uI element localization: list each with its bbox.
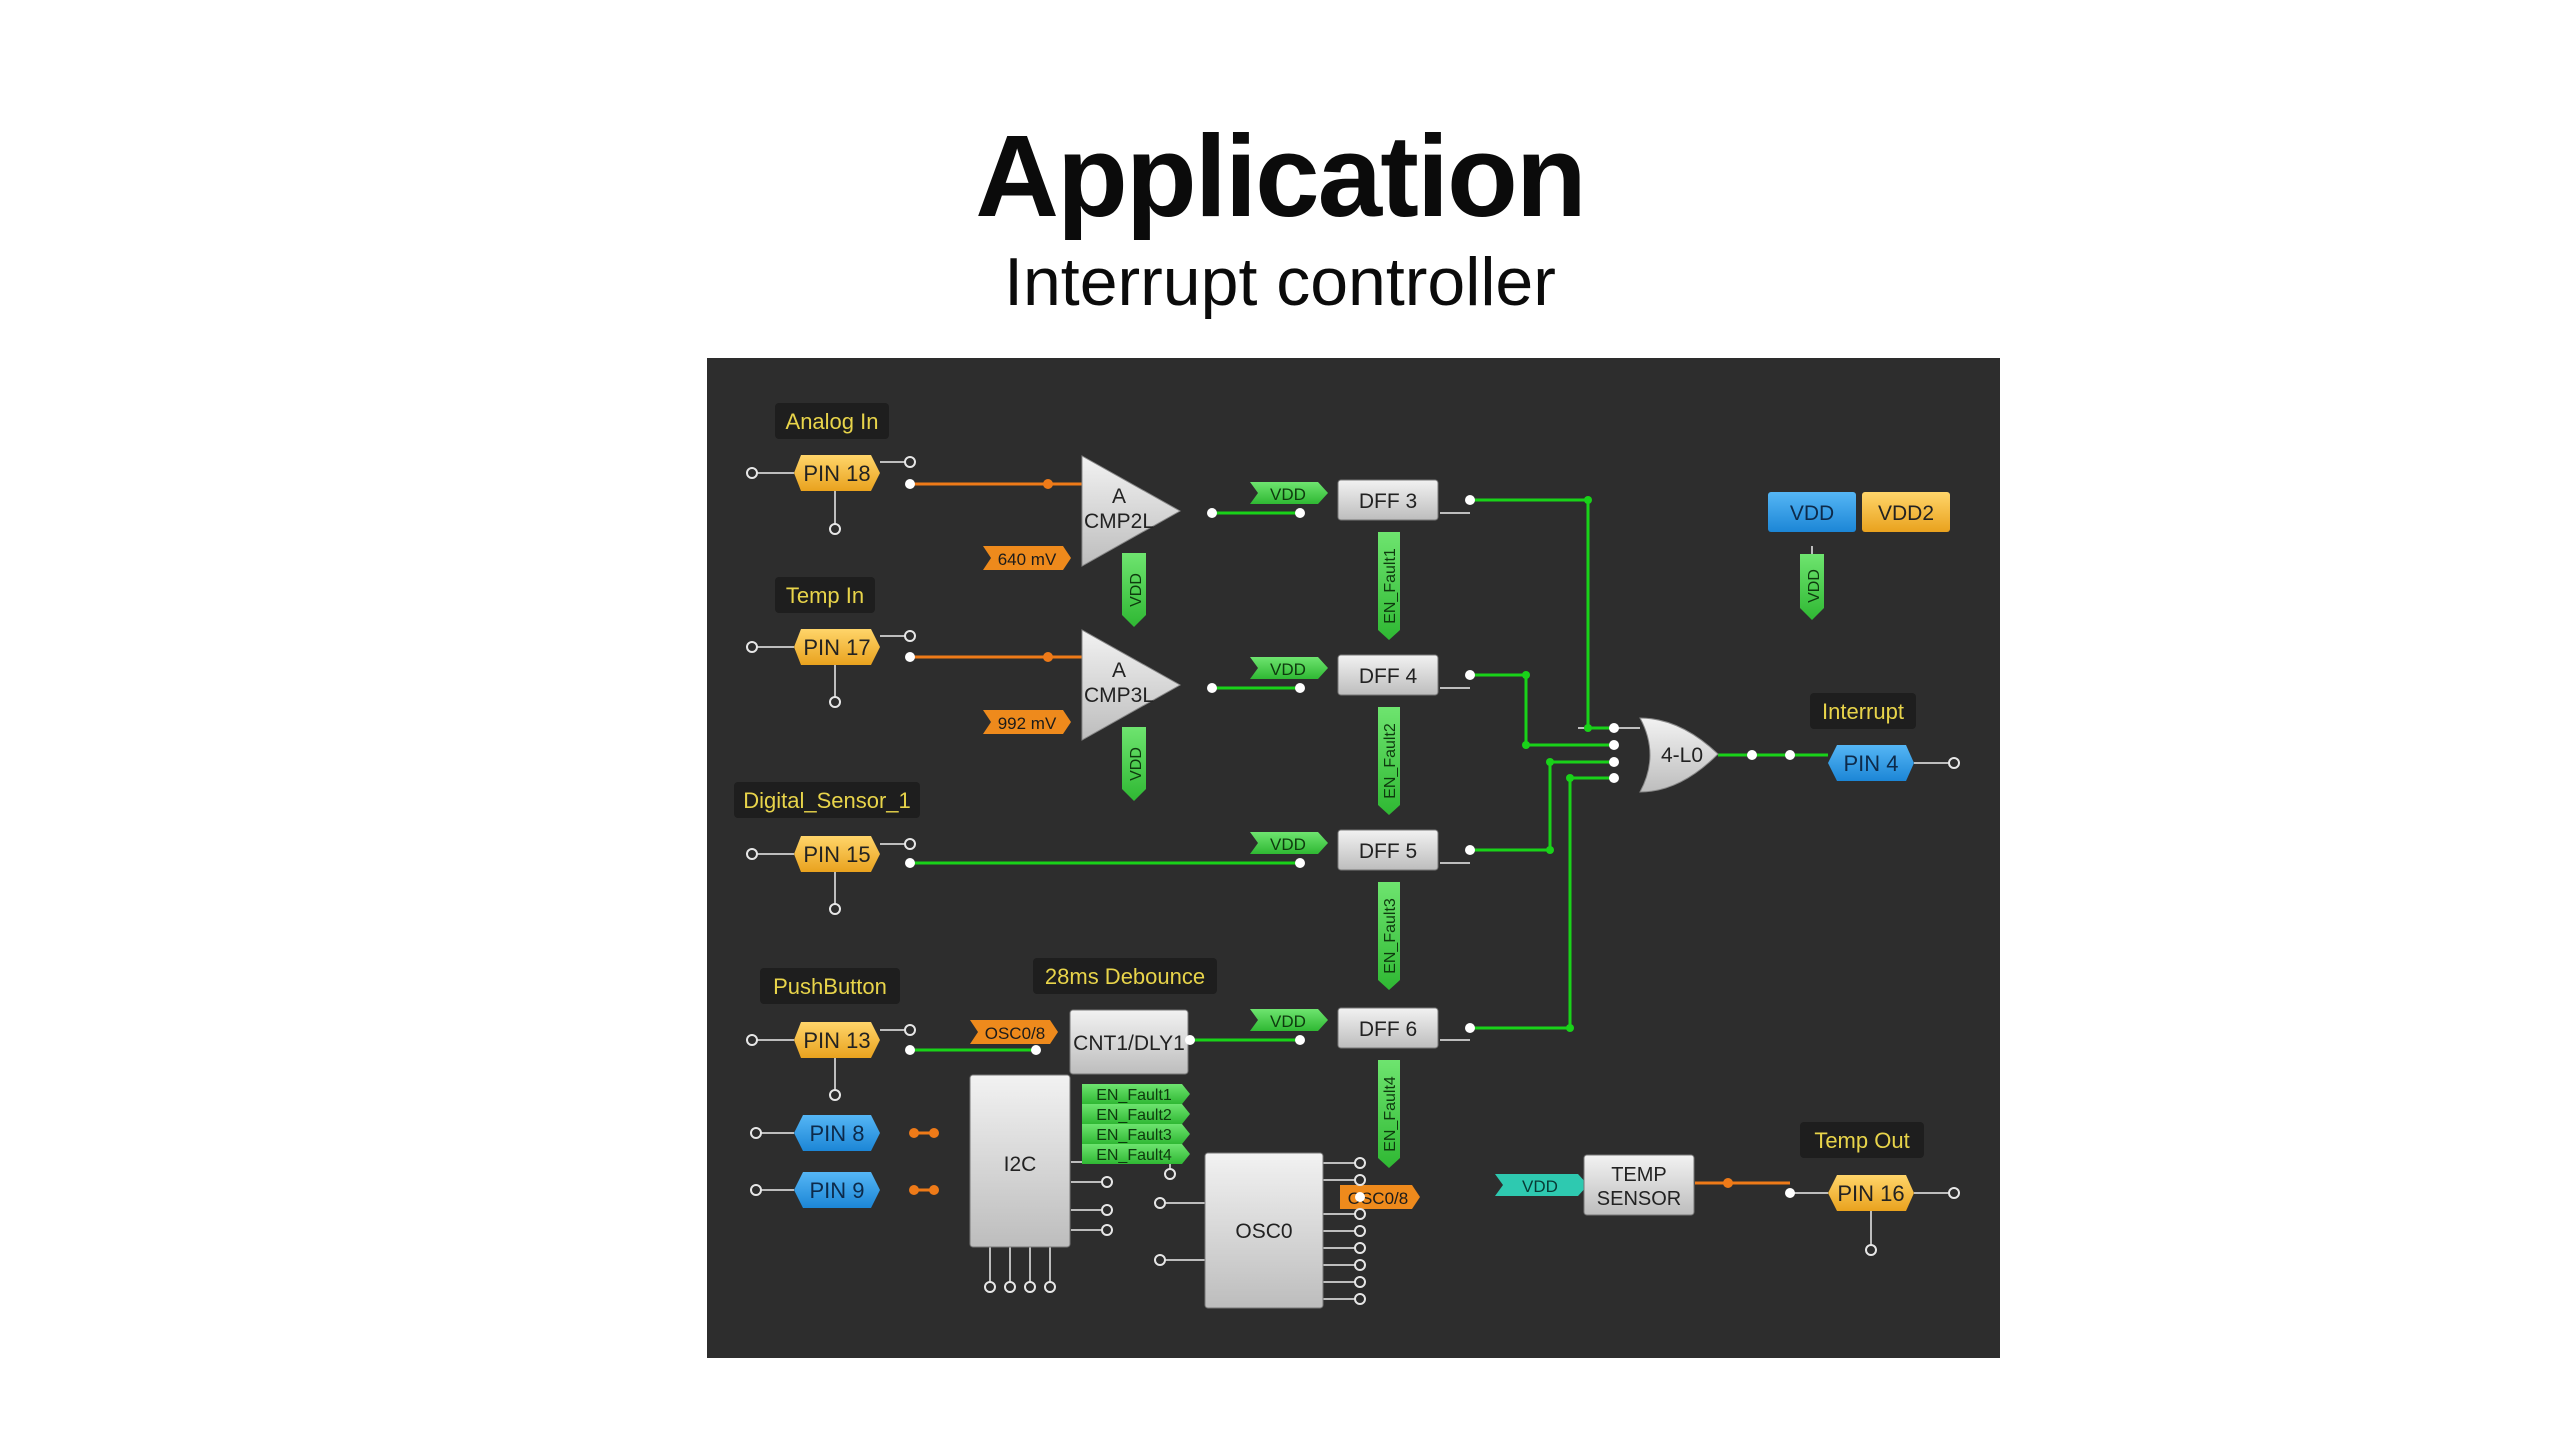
tag-vdd-top-right: VDD xyxy=(1800,554,1824,620)
page-subtitle: Interrupt controller xyxy=(1004,244,1556,320)
pin-16-label: PIN 16 xyxy=(1837,1181,1904,1206)
dff5-label: DFF 5 xyxy=(1359,840,1417,863)
tag-vdd-dff4-label: VDD xyxy=(1270,660,1306,679)
temp-sensor-block[interactable]: TEMP SENSOR xyxy=(1583,1154,1695,1216)
pin-9-label: PIN 9 xyxy=(809,1178,864,1203)
vdd2-box[interactable]: VDD2 xyxy=(1862,492,1950,532)
tag-vdd-top-right-label: VDD xyxy=(1806,569,1823,603)
tag-osc0-8-cnt-label: OSC0/8 xyxy=(985,1024,1045,1043)
pin-18[interactable]: PIN 18 xyxy=(794,455,880,491)
label-pushbutton: PushButton xyxy=(773,974,887,999)
pin-4[interactable]: PIN 4 xyxy=(1828,745,1914,781)
dff6-label: DFF 6 xyxy=(1359,1018,1417,1041)
or-gate-4l0[interactable]: 4-L0 xyxy=(1639,717,1719,793)
label-bg-debounce xyxy=(1033,958,1217,994)
label-temp-in: Temp In xyxy=(786,583,864,608)
pin-17[interactable]: PIN 17 xyxy=(794,629,880,665)
label-debounce: 28ms Debounce xyxy=(1045,964,1205,989)
label-analog-in: Analog In xyxy=(786,409,879,434)
i2c-fault-tags: EN_Fault1 EN_Fault2 EN_Fault3 EN_Fault4 xyxy=(1082,1084,1190,1164)
tag-vdd-cmp2l-label: VDD xyxy=(1128,573,1145,607)
tag-992mv: 992 mV xyxy=(983,710,1071,734)
i2c-tag-fault1: EN_Fault1 xyxy=(1096,1087,1172,1104)
pin-17-label: PIN 17 xyxy=(803,635,870,660)
label-interrupt: Interrupt xyxy=(1822,699,1904,724)
tag-en-fault2-label: EN_Fault2 xyxy=(1382,723,1399,799)
tag-en-fault2: EN_Fault2 xyxy=(1378,707,1400,815)
i2c-block[interactable]: I2C xyxy=(969,1074,1071,1248)
dff4-label: DFF 4 xyxy=(1359,665,1418,688)
tag-vdd-dff4: VDD xyxy=(1250,657,1328,679)
label-temp-out: Temp Out xyxy=(1814,1128,1909,1153)
temp-sensor-label-2: SENSOR xyxy=(1597,1188,1681,1210)
dff4-block[interactable]: DFF 4 xyxy=(1337,654,1439,696)
label-bg-digital-sensor xyxy=(734,782,920,818)
vdd2-box-label: VDD2 xyxy=(1878,502,1934,525)
tag-en-fault4-label: EN_Fault4 xyxy=(1382,1076,1399,1152)
tag-vdd-dff6: VDD xyxy=(1250,1009,1328,1031)
cmp3l-label: CMP3L xyxy=(1084,684,1154,707)
label-digital-sensor: Digital_Sensor_1 xyxy=(743,788,911,813)
label-bg-temp-in xyxy=(775,577,875,613)
cmp3l-block[interactable]: A CMP3L xyxy=(1081,629,1182,741)
dff3-label: DFF 3 xyxy=(1359,490,1417,513)
pin-18-label: PIN 18 xyxy=(803,461,870,486)
tag-vdd-dff5-label: VDD xyxy=(1270,835,1306,854)
cmp3l-a-label: A xyxy=(1112,659,1126,682)
vdd-box[interactable]: VDD xyxy=(1768,492,1856,532)
cmp2l-block[interactable]: A CMP2L xyxy=(1081,455,1182,567)
tag-en-fault4: EN_Fault4 xyxy=(1378,1060,1400,1168)
i2c-tag-fault4: EN_Fault4 xyxy=(1096,1147,1172,1164)
label-bg-temp-out xyxy=(1800,1122,1924,1158)
vdd-box-label: VDD xyxy=(1790,502,1834,525)
tag-992mv-label: 992 mV xyxy=(998,714,1057,733)
tag-vdd-dff6-label: VDD xyxy=(1270,1012,1306,1031)
label-bg-analog-in xyxy=(775,403,889,439)
osc0-label: OSC0 xyxy=(1235,1220,1292,1243)
cnt1-label: CNT1/DLY1 xyxy=(1073,1032,1185,1055)
tag-vdd-dff5: VDD xyxy=(1250,832,1328,854)
temp-sensor-label-1: TEMP xyxy=(1611,1164,1667,1186)
label-bg-interrupt xyxy=(1810,693,1916,729)
pin-13[interactable]: PIN 13 xyxy=(794,1022,880,1058)
tag-en-fault3: EN_Fault3 xyxy=(1378,882,1400,990)
page-title: Application xyxy=(975,111,1587,241)
tag-vdd-dff3-label: VDD xyxy=(1270,485,1306,504)
pin-8[interactable]: PIN 8 xyxy=(794,1115,880,1151)
connection-dots xyxy=(746,456,1960,1305)
pin-15[interactable]: PIN 15 xyxy=(794,836,880,872)
pin-13-label: PIN 13 xyxy=(803,1028,870,1053)
tag-vdd-temp: VDD xyxy=(1495,1174,1588,1196)
tag-en-fault1-label: EN_Fault1 xyxy=(1382,548,1399,624)
i2c-label: I2C xyxy=(1004,1153,1037,1176)
dff5-block[interactable]: DFF 5 xyxy=(1337,829,1439,871)
pin-9[interactable]: PIN 9 xyxy=(794,1172,880,1208)
pin-16[interactable]: PIN 16 xyxy=(1828,1175,1914,1211)
dff6-block[interactable]: DFF 6 xyxy=(1337,1007,1439,1049)
tag-en-fault1: EN_Fault1 xyxy=(1378,532,1400,640)
label-bg-pushbutton xyxy=(760,968,900,1004)
i2c-tag-fault3: EN_Fault3 xyxy=(1096,1127,1172,1144)
tag-vdd-dff3: VDD xyxy=(1250,482,1328,504)
i2c-tag-fault2: EN_Fault2 xyxy=(1096,1107,1172,1124)
tag-vdd-cmp3l: VDD xyxy=(1122,727,1146,801)
tag-640mv: 640 mV xyxy=(983,546,1071,570)
tag-vdd-cmp3l-label: VDD xyxy=(1128,747,1145,781)
tag-640mv-label: 640 mV xyxy=(998,550,1057,569)
tag-osc0-8-cnt: OSC0/8 xyxy=(970,1020,1058,1044)
pin-8-label: PIN 8 xyxy=(809,1121,864,1146)
tag-vdd-temp-label: VDD xyxy=(1522,1177,1558,1196)
cmp2l-label: CMP2L xyxy=(1084,510,1154,533)
tag-osc0-8-out: OSC0/8 xyxy=(1340,1185,1420,1209)
tag-vdd-cmp2l: VDD xyxy=(1122,553,1146,627)
or-gate-label: 4-L0 xyxy=(1661,744,1703,767)
osc0-block[interactable]: OSC0 xyxy=(1204,1152,1324,1309)
cmp2l-a-label: A xyxy=(1112,485,1126,508)
pin-4-label: PIN 4 xyxy=(1843,751,1898,776)
tag-en-fault3-label: EN_Fault3 xyxy=(1382,898,1399,974)
dff3-block[interactable]: DFF 3 xyxy=(1337,479,1439,521)
pin-15-label: PIN 15 xyxy=(803,842,870,867)
cnt1-dly1-block[interactable]: CNT1/DLY1 xyxy=(1069,1009,1189,1075)
